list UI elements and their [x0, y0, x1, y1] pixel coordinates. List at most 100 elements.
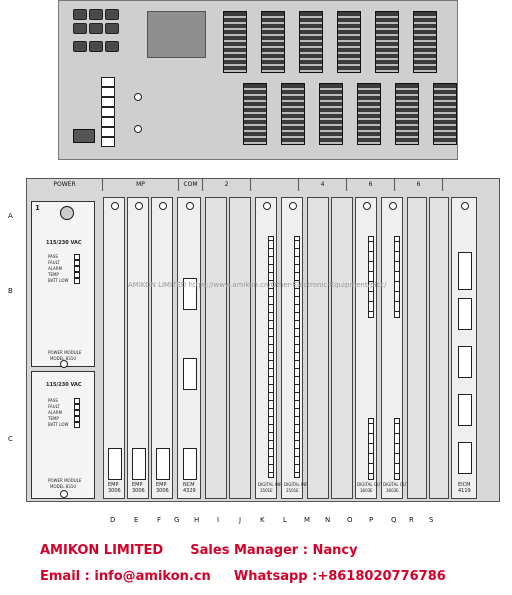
- io-connector-block: [395, 83, 419, 145]
- column-letter: D: [110, 516, 116, 524]
- digital-input-module-1: DIGITAL INPUT 3501E: [255, 197, 287, 499]
- module-model: 3006: [132, 488, 145, 494]
- email[interactable]: Email : info@amikon.cn: [40, 569, 211, 584]
- module-name: DIGITAL OUTPUT: [357, 482, 391, 487]
- model-label: MODEL 8310: [50, 484, 76, 489]
- sales-manager: Sales Manager : Nancy: [190, 543, 358, 558]
- status-label: BATT LOW: [48, 422, 69, 427]
- dsub-connector: [89, 9, 103, 20]
- power-module-2: 115/230 VAC PASS FAULT ALARM TEMP BATT L…: [31, 371, 95, 499]
- screw-icon: [60, 360, 68, 368]
- dsub-connector: [73, 9, 87, 20]
- row-letter: B: [8, 287, 13, 295]
- module-name: EMP: [132, 482, 143, 488]
- terminal-block: [101, 137, 115, 147]
- model-label: MODEL 8310: [50, 356, 76, 361]
- column-letter: H: [194, 516, 200, 524]
- terminal-block: [101, 107, 115, 117]
- module-name: EICM: [458, 482, 471, 488]
- status-label: PASS: [48, 254, 58, 259]
- status-label: PASS: [48, 398, 58, 403]
- network-connector: [183, 448, 197, 480]
- slot-header-5: 6: [347, 179, 395, 191]
- column-letter: O: [347, 516, 353, 524]
- emp-module-3: EMP 3006: [151, 197, 173, 499]
- screw-icon: [134, 93, 142, 101]
- status-led: [74, 272, 80, 278]
- io-connector-block: [319, 83, 343, 145]
- module-model: 3501E: [260, 488, 273, 493]
- io-connector-block: [299, 11, 323, 73]
- screw-icon: [263, 202, 271, 210]
- screw-icon: [363, 202, 371, 210]
- empty-slot: [307, 197, 329, 499]
- network-connector: [183, 278, 197, 310]
- status-led: [74, 416, 80, 422]
- module-name: DIGITAL INPUT: [284, 482, 313, 487]
- status-led-column: [394, 418, 400, 480]
- screw-icon: [159, 202, 167, 210]
- emp-connector: [132, 448, 146, 480]
- screw-icon: [111, 202, 119, 210]
- terminal-block: [101, 127, 115, 137]
- slot-header-3: [251, 179, 299, 191]
- status-label: TEMP: [48, 272, 59, 277]
- network-connector: [183, 358, 197, 390]
- screw-icon: [134, 125, 142, 133]
- terminal-block: [101, 117, 115, 127]
- power-module-1: 1 115/230 VAC PASS FAULT ALARM TEMP BATT…: [31, 201, 95, 368]
- io-connector-block: [375, 11, 399, 73]
- io-connector-block: [433, 83, 457, 145]
- slot-number: 1: [35, 204, 40, 212]
- module-model: 3006: [156, 488, 169, 494]
- status-led: [74, 260, 80, 266]
- contact-line: Email : info@amikon.cn Whatsapp :+861802…: [40, 569, 446, 584]
- status-led-column: [294, 236, 300, 478]
- ncm-module: NCM 4329: [177, 197, 201, 499]
- power-switch[interactable]: [60, 206, 74, 220]
- status-led: [74, 398, 80, 404]
- voltage-label: 115/230 VAC: [46, 382, 82, 388]
- column-letter: F: [157, 516, 162, 524]
- screw-icon: [289, 202, 297, 210]
- watermark-text: AMIKON LIMITED https://www.amikon.cn/Oth…: [128, 281, 387, 289]
- serial-port: [458, 298, 472, 330]
- module-model: 4119: [458, 488, 471, 494]
- dsub-connector: [73, 41, 87, 52]
- io-connector-block: [261, 11, 285, 73]
- status-led-column: [268, 236, 274, 478]
- io-connector-block: [413, 11, 437, 73]
- status-led-column: [394, 236, 400, 318]
- whatsapp[interactable]: Whatsapp :+8618020776786: [233, 569, 446, 584]
- empty-slot: [229, 197, 251, 499]
- dsub-connector: [105, 23, 119, 34]
- digital-output-module-2: DIGITAL OUTPUT 3603E: [381, 197, 416, 499]
- column-letter: P: [369, 516, 374, 524]
- status-led: [74, 254, 80, 260]
- emp-module-1: EMP 3006: [103, 197, 125, 499]
- digital-input-module-2: DIGITAL INPUT 3501E: [281, 197, 313, 499]
- serial-port: [458, 394, 472, 426]
- io-connector-block: [337, 11, 361, 73]
- slot-header-7: [443, 179, 501, 191]
- screw-icon: [461, 202, 469, 210]
- module-name: EMP: [156, 482, 167, 488]
- status-label: FAULT: [48, 260, 60, 265]
- status-label: TEMP: [48, 416, 59, 421]
- column-letter: I: [217, 516, 220, 524]
- module-name: DIGITAL OUTPUT: [383, 482, 417, 487]
- slot-header-6: 6: [395, 179, 443, 191]
- module-model: 4329: [183, 488, 196, 494]
- company-name: AMIKON LIMITED: [40, 543, 164, 558]
- column-letter: N: [325, 516, 331, 524]
- module-name: NCM: [183, 482, 195, 488]
- slot-header-com: COM: [179, 179, 203, 191]
- io-connector-block: [243, 83, 267, 145]
- status-led: [74, 266, 80, 272]
- printer-port: [458, 442, 472, 474]
- digital-output-module-1: DIGITAL OUTPUT 3603E: [355, 197, 390, 499]
- terminal-block: [101, 97, 115, 107]
- company-line: AMIKON LIMITED Sales Manager : Nancy: [40, 543, 358, 558]
- screw-icon: [60, 490, 68, 498]
- column-letter: K: [260, 516, 265, 524]
